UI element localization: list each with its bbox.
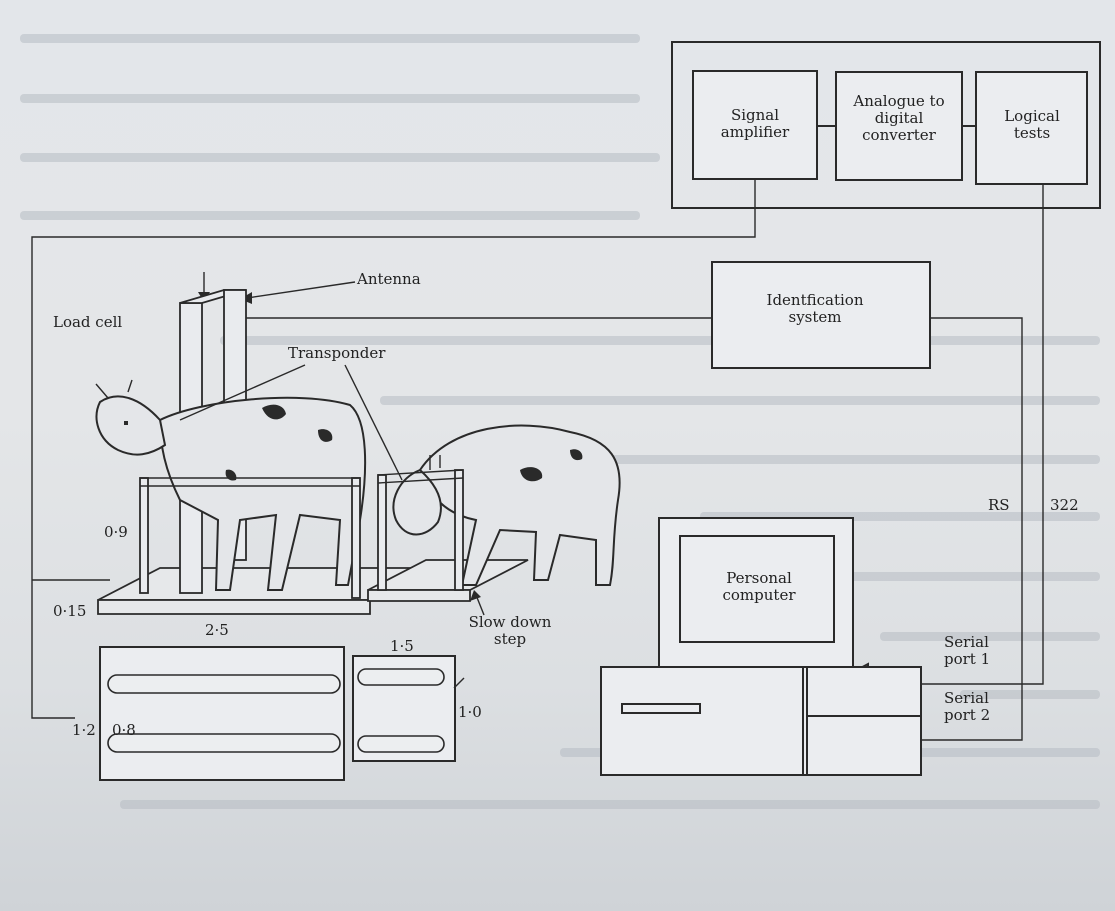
antenna-pointer [239,281,356,300]
antenna-label: Antenna [357,270,421,288]
dimension-1-5: 1·5 [390,637,414,655]
slow-down-step-side [367,589,471,602]
serial-port-2-label: Serial port 2 [944,689,991,724]
dimension-1-0: 1·0 [458,703,482,721]
logical-tests-label: Logical tests [1004,107,1060,142]
adc-label: Analogue to digital converter [853,92,945,144]
step-stall-frame [377,455,464,591]
transponder-pointer-right [344,364,403,481]
rear-bull [392,424,621,586]
plan-view-main [99,646,345,781]
load-cell-label: Load cell [53,313,123,331]
background-text-lines [20,34,1100,809]
electronics-enclosure [671,41,1101,209]
dimension-1-2: 1·2 [72,721,96,739]
personal-computer-label: Personal computer [722,569,796,604]
slow-down-step-arrow-head [470,590,481,601]
personal-computer [600,517,922,776]
dimension-2-5: 2·5 [205,621,229,639]
step-dimension-pointer [453,677,465,689]
signal-amplifier-label: Signal amplifier [720,106,790,141]
transponder-label: Transponder [288,344,386,362]
front-cow [95,379,367,591]
weighing-platform-side [97,599,371,615]
id-to-serial-wire [922,317,1023,741]
rs-number-label: 322 [1050,496,1079,514]
roller-bottom [107,733,341,753]
step-roller-top [357,668,445,686]
rs-label: RS [988,496,1010,514]
rs322-wire [922,184,1044,685]
identification-system-box [711,261,931,369]
signal-amplifier-box [692,70,818,180]
identification-system-label: Identfication system [766,291,864,326]
front-stall-frame [139,477,361,599]
logical-tests-box [975,71,1088,185]
dimension-0-9: 0·9 [104,523,128,541]
serial-port-1-label: Serial port 1 [944,633,991,668]
roller-top [107,674,341,694]
load-cell-wire [31,179,756,719]
dimension-0-8: 0·8 [112,721,136,739]
transponder-pointer-left [179,364,306,421]
dimension-0-15: 0·15 [53,602,87,620]
slow-down-step-label: Slow down step [468,613,552,648]
step-roller-bottom [357,735,445,753]
